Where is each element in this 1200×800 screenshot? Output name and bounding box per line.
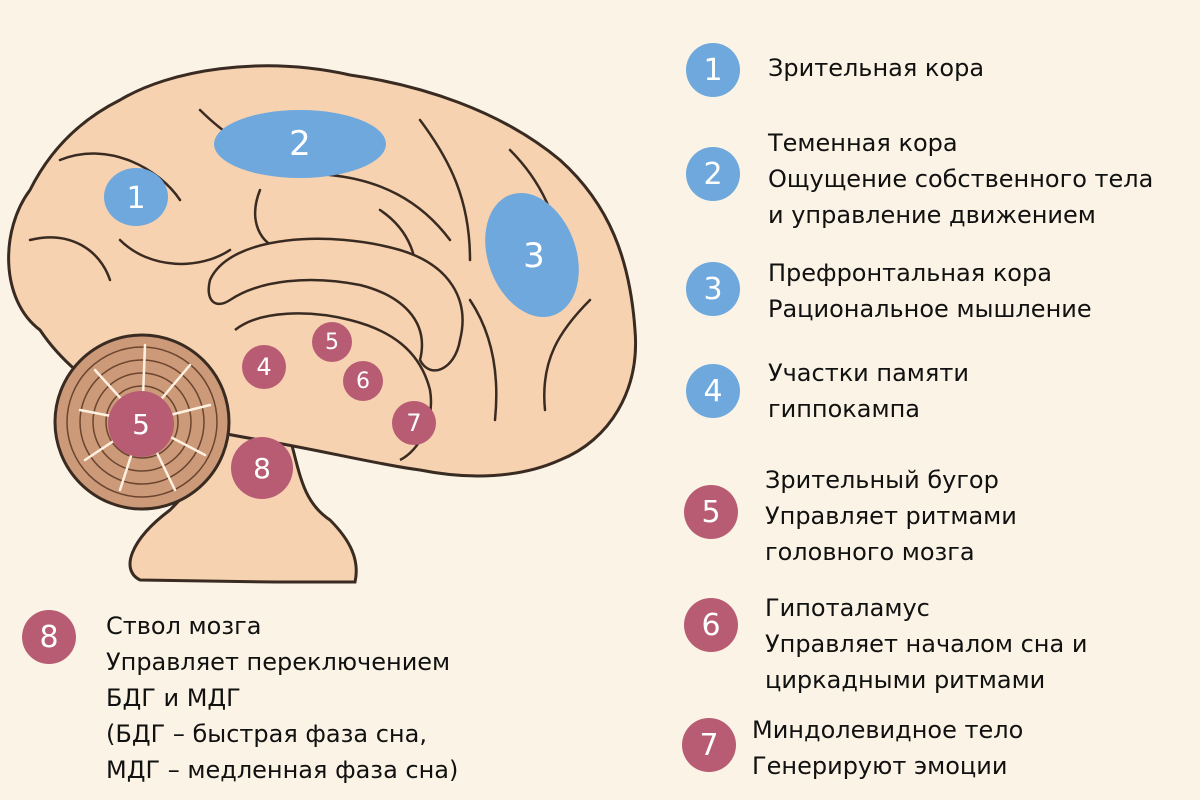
label-visual-cortex: 1 [126, 180, 146, 216]
region-parietal [214, 110, 386, 178]
legend-line: циркадными ритмами [765, 666, 1046, 694]
legend-line: Гипоталамус [765, 594, 930, 622]
legend-line: Генерируют эмоции [752, 752, 1008, 780]
legend-line: Ощущение собственного тела [768, 165, 1154, 193]
legend-line: МДГ – медленная фаза сна) [106, 756, 459, 784]
legend-text-2: Теменная кора Ощущение собственного тела… [768, 125, 1153, 233]
legend-line: Ствол мозга [106, 612, 262, 640]
legend-badge-5: 5 [684, 485, 738, 539]
legend-line: Зрительная кора [768, 54, 985, 82]
legend-line: Рациональное мышление [768, 295, 1092, 323]
legend-line: БДГ и МДГ [106, 684, 241, 712]
label-hypothalamus: 6 [356, 368, 370, 394]
legend-badge-7: 7 [682, 718, 736, 772]
marker-hypothalamus [343, 361, 383, 401]
legend-line: Миндолевидное тело [752, 716, 1024, 744]
legend-text-7: Миндолевидное тело Генерируют эмоции [752, 712, 1023, 784]
legend-badge-2: 2 [686, 147, 740, 201]
legend-text-1: Зрительная кора [768, 50, 984, 86]
label-cerebellum-thalamus: 5 [132, 407, 150, 441]
legend-text-5: Зрительный бугор Управляет ритмами голов… [765, 462, 1017, 570]
legend-line: (БДГ – быстрая фаза сна, [106, 720, 427, 748]
legend-line: головного мозга [765, 538, 975, 566]
label-parietal: 2 [289, 124, 311, 164]
legend-badge-6: 6 [684, 598, 738, 652]
brain-illustration [7, 64, 638, 584]
legend-line: Префронтальная кора [768, 259, 1052, 287]
legend-badge-1: 1 [686, 43, 740, 97]
legend-line: Управляет началом сна и [765, 630, 1088, 658]
label-amygdala: 7 [406, 409, 422, 437]
legend-line: Управляет ритмами [765, 502, 1017, 530]
cerebellum-folia [66, 346, 218, 498]
marker-hippocampus [242, 345, 286, 389]
legend-badge-3: 3 [686, 262, 740, 316]
label-prefrontal: 3 [523, 236, 545, 276]
legend-badge-4: 4 [686, 364, 740, 418]
legend-line: Управляет переключением [106, 648, 451, 676]
marker-thalamus [312, 322, 352, 362]
label-brainstem: 8 [253, 451, 271, 485]
legend-line: Зрительный бугор [765, 466, 999, 494]
legend-badge-8: 8 [22, 610, 76, 664]
legend-text-3: Префронтальная кора Рациональное мышлени… [768, 255, 1092, 327]
marker-cerebellum-thalamus [108, 391, 174, 457]
legend-line: Теменная кора [768, 129, 958, 157]
region-visual-cortex [104, 168, 168, 226]
label-thalamus: 5 [325, 329, 339, 355]
legend-line: гиппокампа [768, 395, 920, 423]
sulci [28, 108, 592, 422]
marker-amygdala [392, 401, 436, 445]
legend-text-6: Гипоталамус Управляет началом сна и цирк… [765, 590, 1087, 698]
legend-text-8: Ствол мозга Управляет переключением БДГ … [106, 608, 458, 788]
marker-brainstem [231, 437, 293, 499]
legend-text-4: Участки памяти гиппокампа [768, 355, 969, 427]
legend-line: и управление движением [768, 201, 1096, 229]
label-hippocampus: 4 [256, 353, 272, 381]
legend-line: Участки памяти [768, 359, 969, 387]
region-prefrontal [485, 193, 579, 317]
corpus-callosum [207, 237, 464, 372]
